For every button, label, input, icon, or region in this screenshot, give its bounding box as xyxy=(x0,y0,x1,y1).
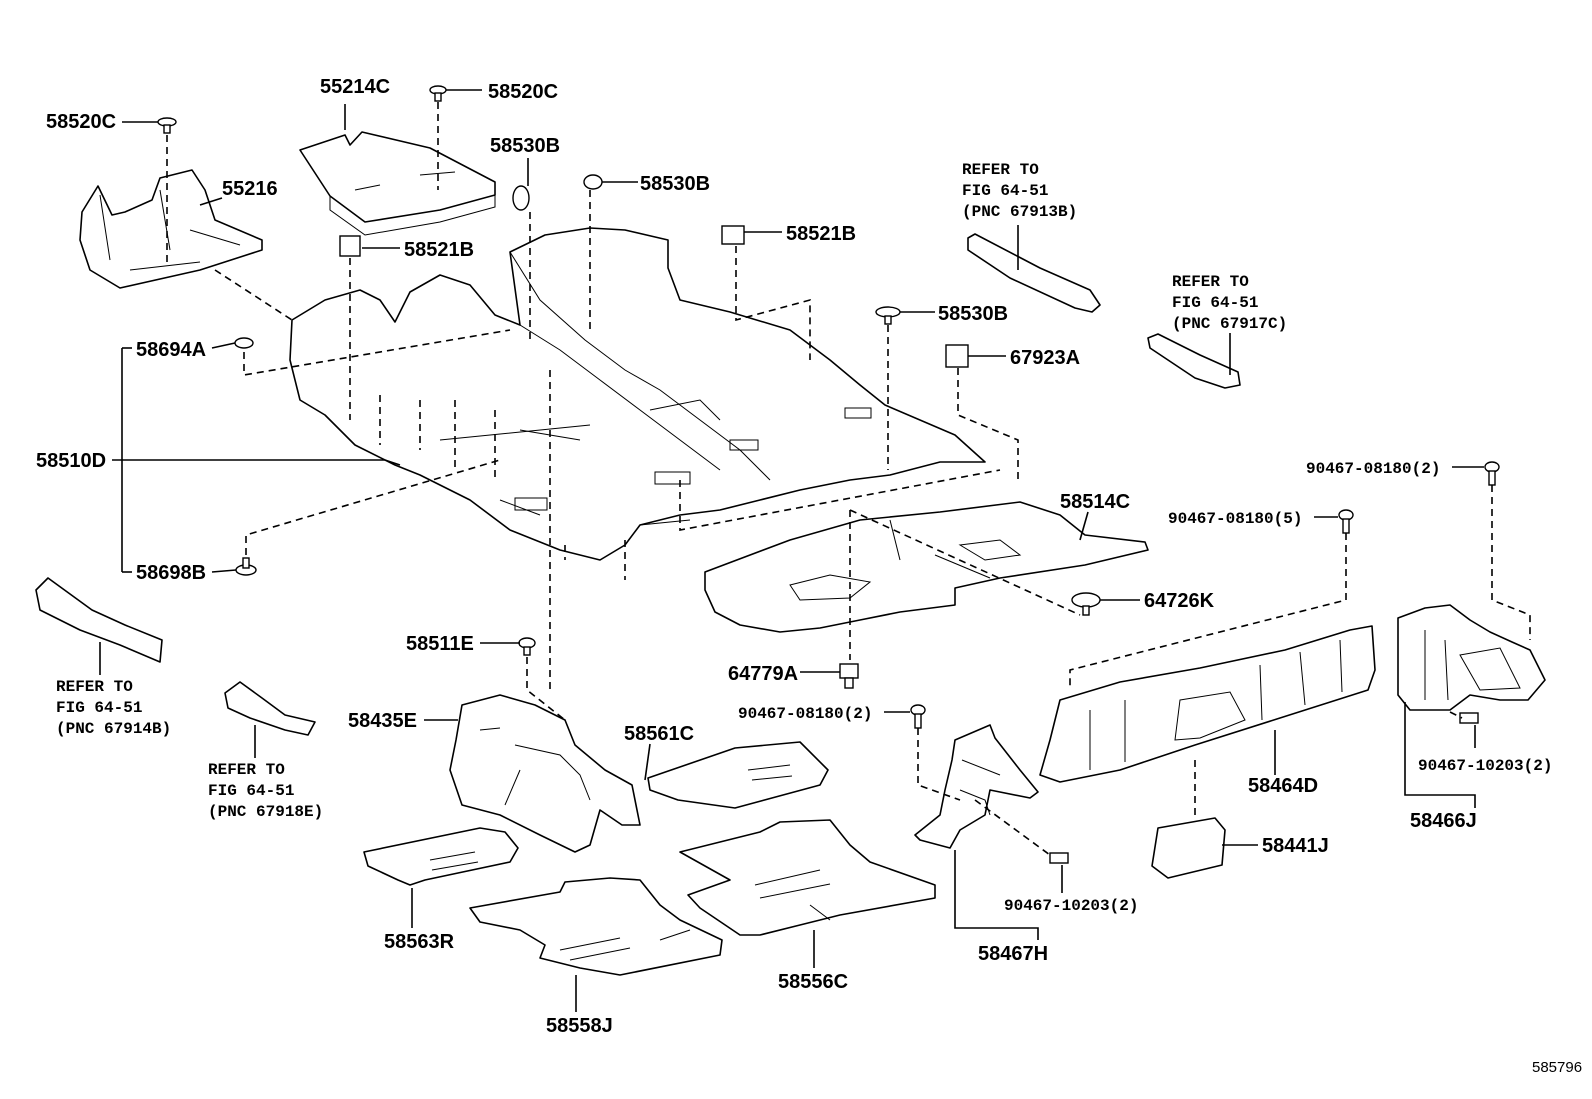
label-90467-08180-5: 90467-08180(5) xyxy=(1168,510,1302,528)
part-58435E-shape xyxy=(449,694,641,853)
label-58563R: 58563R xyxy=(384,931,455,953)
ref-note-67917C-line1: REFER TO xyxy=(1172,273,1249,291)
part-58464D-shape xyxy=(1039,625,1376,783)
label-58561C: 58561C xyxy=(624,723,694,745)
label-55216: 55216 xyxy=(222,178,278,200)
label-55214C: 55214C xyxy=(320,76,390,98)
label-58520C-top: 58520C xyxy=(488,81,558,103)
label-58520C-left: 58520C xyxy=(46,111,116,133)
label-58530B-c: 58530B xyxy=(938,303,1008,325)
label-58521B-b: 58521B xyxy=(786,223,856,245)
clip-58530B-c xyxy=(875,306,901,325)
ref-part-67914B-shape xyxy=(35,577,163,663)
clip-58698B xyxy=(235,557,257,576)
ref-note-67914B-line3: (PNC 67914B) xyxy=(56,720,171,738)
label-58441J: 58441J xyxy=(1262,835,1329,857)
clip-58521B-a xyxy=(339,235,361,257)
clip-58520C-left xyxy=(157,117,177,134)
label-58510D: 58510D xyxy=(36,450,106,472)
ref-note-67918E-line2: FIG 64-51 xyxy=(208,782,294,800)
label-90467-10203-2-b: 90467-10203(2) xyxy=(1004,897,1138,915)
part-58558J-shape xyxy=(469,877,723,976)
ref-note-67913B-line1: REFER TO xyxy=(962,161,1039,179)
clip-58521B-b xyxy=(721,225,745,245)
label-58464D: 58464D xyxy=(1248,775,1318,797)
diagram-id: 585796 xyxy=(1532,1059,1582,1076)
label-90467-08180-2-b: 90467-08180(2) xyxy=(1306,460,1440,478)
part-55216-shape xyxy=(79,169,263,289)
clip-64726K xyxy=(1071,592,1101,616)
label-58694A: 58694A xyxy=(136,339,206,361)
part-55214C-shape xyxy=(299,131,496,236)
label-90467-08180-2-a: 90467-08180(2) xyxy=(738,705,872,723)
clip-90467-08180-a xyxy=(910,704,926,729)
part-58510D-shape xyxy=(289,227,986,561)
ref-note-67918E-line3: (PNC 67918E) xyxy=(208,803,323,821)
clip-58530B-b xyxy=(583,174,603,190)
part-58556C-shape xyxy=(679,819,936,936)
ref-note-67914B-line1: REFER TO xyxy=(56,678,133,696)
label-64779A: 64779A xyxy=(728,663,798,685)
clip-58520C-top xyxy=(429,85,447,102)
label-58558J: 58558J xyxy=(546,1015,613,1037)
ref-part-67917C-shape xyxy=(1147,333,1241,389)
label-58530B-a: 58530B xyxy=(490,135,560,157)
part-labels: 55214C 58520C 58520C 55216 58530B 58530B… xyxy=(36,76,1552,1037)
reference-notes: REFER TO FIG 64-51 (PNC 67913B) REFER TO… xyxy=(56,161,1287,821)
clip-90467-08180-b xyxy=(1484,461,1500,486)
clip-64779A xyxy=(839,663,859,689)
ref-note-67913B-line2: FIG 64-51 xyxy=(962,182,1048,200)
clip-90467-10203-a xyxy=(1459,712,1479,724)
assembly-lines xyxy=(166,102,1531,856)
label-58466J: 58466J xyxy=(1410,810,1477,832)
ref-note-67918E: REFER TO FIG 64-51 (PNC 67918E) xyxy=(208,761,323,821)
ref-note-67917C-line2: FIG 64-51 xyxy=(1172,294,1258,312)
ref-part-67913B-shape xyxy=(967,233,1101,313)
ref-note-67917C-line3: (PNC 67917C) xyxy=(1172,315,1287,333)
label-58698B: 58698B xyxy=(136,562,206,584)
part-58561C-shape xyxy=(647,741,829,809)
label-58556C: 58556C xyxy=(778,971,848,993)
label-58467H: 58467H xyxy=(978,943,1048,965)
ref-note-67918E-line1: REFER TO xyxy=(208,761,285,779)
ref-note-67913B: REFER TO FIG 64-51 (PNC 67913B) xyxy=(962,161,1077,221)
clip-90467-10203-b xyxy=(1049,852,1069,864)
leader-lines xyxy=(99,89,1484,1012)
clip-58694A xyxy=(234,337,254,349)
label-58511E: 58511E xyxy=(406,633,474,655)
label-64726K: 64726K xyxy=(1144,590,1215,612)
clip-90467-08180-5 xyxy=(1338,509,1354,534)
label-58530B-b: 58530B xyxy=(640,173,710,195)
part-58441J-shape xyxy=(1151,817,1226,879)
ref-part-67918E-shape xyxy=(224,681,316,736)
clip-58530B-a xyxy=(512,185,530,211)
part-58466J-shape xyxy=(1397,604,1546,711)
ref-note-67913B-line3: (PNC 67913B) xyxy=(962,203,1077,221)
ref-note-67917C: REFER TO FIG 64-51 (PNC 67917C) xyxy=(1172,273,1287,333)
label-67923A: 67923A xyxy=(1010,347,1080,369)
ref-note-67914B-line2: FIG 64-51 xyxy=(56,699,142,717)
label-90467-10203-2-a: 90467-10203(2) xyxy=(1418,757,1552,775)
part-58514C-shape xyxy=(704,501,1149,633)
clip-67923A xyxy=(945,344,969,368)
label-58435E: 58435E xyxy=(348,710,417,732)
part-58467H-shape xyxy=(914,724,1039,849)
label-58521B-a: 58521B xyxy=(404,239,474,261)
clip-58511E xyxy=(518,637,536,656)
part-58563R-shape xyxy=(363,827,519,886)
ref-note-67914B: REFER TO FIG 64-51 (PNC 67914B) xyxy=(56,678,171,738)
label-58514C: 58514C xyxy=(1060,491,1130,513)
